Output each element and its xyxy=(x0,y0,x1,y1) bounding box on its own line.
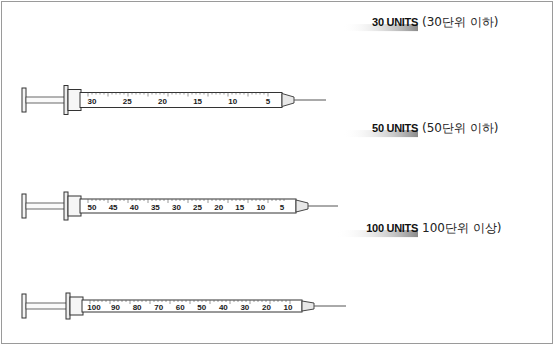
scale-number: 25 xyxy=(123,98,132,106)
dose-range-note: 100단위 이상) xyxy=(422,222,501,235)
scale-number: 70 xyxy=(154,304,163,312)
scale-number: 10 xyxy=(284,304,293,312)
scale-number: 45 xyxy=(109,204,118,212)
insulin-syringe xyxy=(22,192,338,220)
insulin-syringe xyxy=(22,86,326,115)
frame xyxy=(2,2,553,344)
scale-number: 35 xyxy=(151,204,160,212)
dose-range-note: (30단위 이하) xyxy=(422,16,498,29)
scale-number: 30 xyxy=(172,204,181,212)
scale-number: 20 xyxy=(262,304,271,312)
unit-heading: 30 UNITS xyxy=(372,16,418,28)
scale-number: 50 xyxy=(88,204,97,212)
scale-number: 10 xyxy=(228,98,237,106)
scale-number: 25 xyxy=(193,204,202,212)
scale-number: 90 xyxy=(111,304,120,312)
scale-number: 20 xyxy=(158,98,167,106)
scale-number: 40 xyxy=(130,204,139,212)
insulin-syringe xyxy=(22,293,346,319)
scale-number: 40 xyxy=(219,304,228,312)
scale-number: 15 xyxy=(235,204,244,212)
scale-number: 100 xyxy=(87,304,100,312)
scale-number: 30 xyxy=(240,304,249,312)
scale-number: 5 xyxy=(266,98,270,106)
scale-number: 60 xyxy=(176,304,185,312)
scale-number: 50 xyxy=(197,304,206,312)
scale-number: 10 xyxy=(256,204,265,212)
scale-number: 20 xyxy=(214,204,223,212)
dose-range-note: (50단위 이하) xyxy=(422,122,498,135)
scale-number: 80 xyxy=(133,304,142,312)
scale-number: 5 xyxy=(280,204,284,212)
unit-heading: 50 UNITS xyxy=(372,122,418,134)
unit-heading: 100 UNITS xyxy=(366,222,418,234)
scale-number: 15 xyxy=(193,98,202,106)
scale-number: 30 xyxy=(88,98,97,106)
